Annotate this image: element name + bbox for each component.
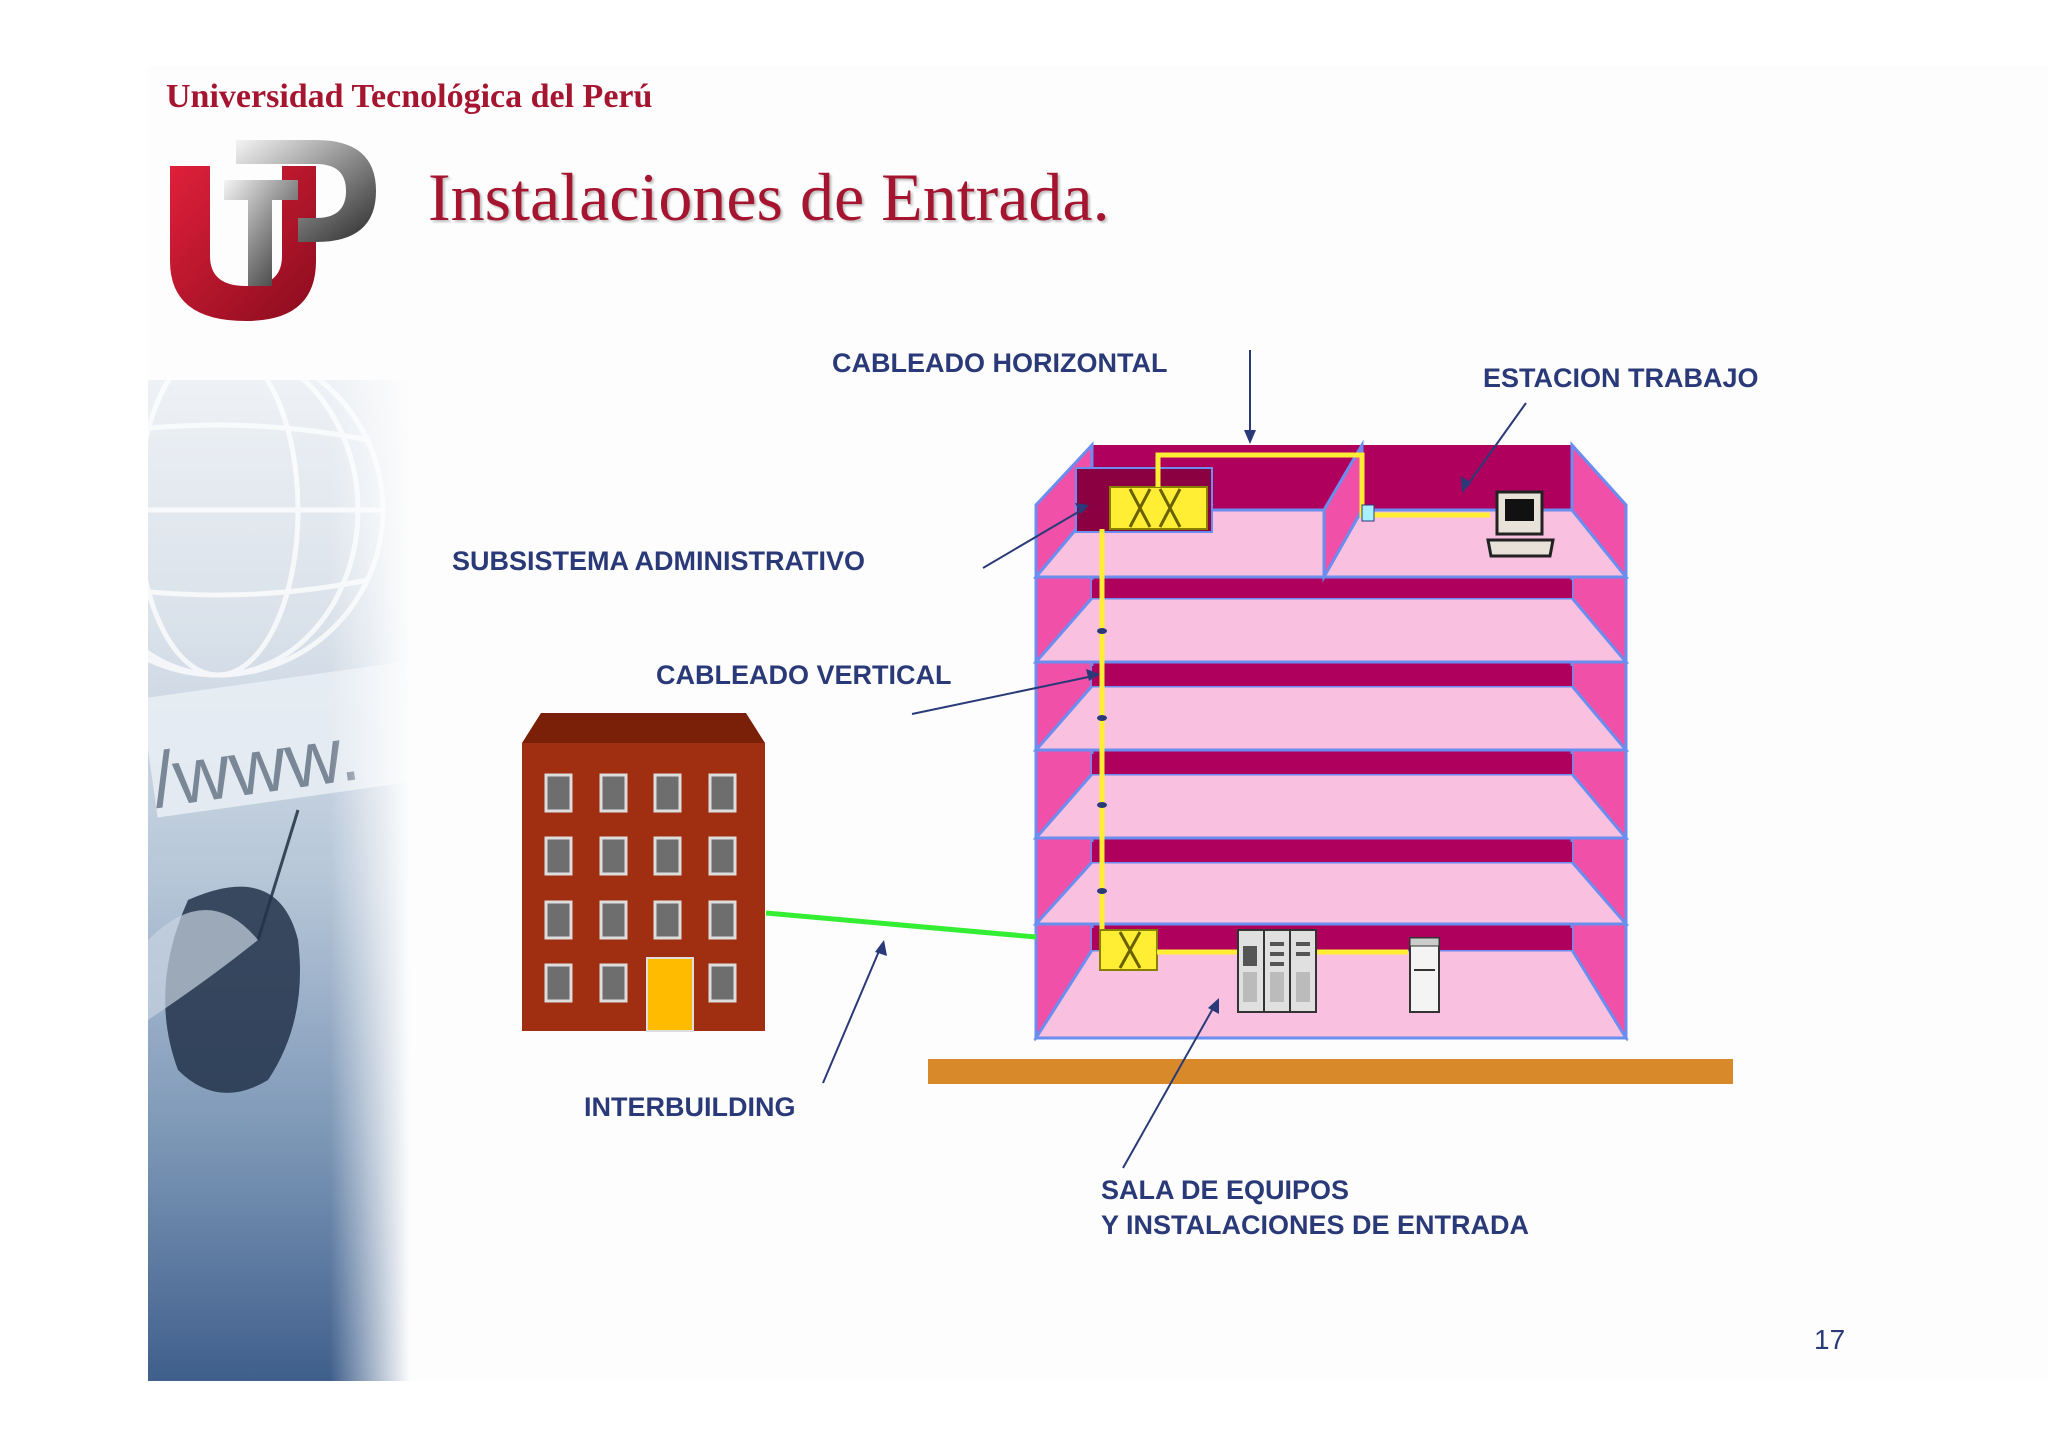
- page-number: 17: [1814, 1324, 1846, 1355]
- label-cableado-vertical: CABLEADO VERTICAL: [656, 660, 952, 690]
- interbuilding-link: [765, 910, 1037, 940]
- cable-floor-nodes: [1097, 628, 1107, 894]
- building-small-roof: [522, 713, 765, 743]
- arrow-cableado-vertical: [911, 674, 1099, 715]
- building-small-windows: [544, 773, 737, 1003]
- utp-logo: [170, 140, 376, 321]
- label-estacion-trabajo: ESTACION TRABAJO: [1483, 363, 1759, 393]
- patch-panel-bottom: [1099, 929, 1158, 971]
- arrow-estacion-trabajo: [1465, 402, 1527, 488]
- server-rack-icon: [1237, 929, 1317, 1013]
- label-interbuilding: INTERBUILDING: [584, 1092, 796, 1122]
- horizontal-cable: [1155, 452, 1490, 518]
- side-graphic: /www.: [148, 380, 410, 1381]
- arrow-subsistema: [982, 507, 1086, 569]
- callout-arrows: [822, 350, 1527, 1169]
- floor-plates: [1032, 508, 1630, 1040]
- arrow-sala-equipos: [1122, 1002, 1217, 1169]
- workstation-computer-icon: [1486, 490, 1555, 558]
- floor-edges: [1036, 660, 1626, 926]
- floor-3: [1032, 772, 1630, 840]
- building-small: [522, 713, 765, 1032]
- floor-5: [1032, 596, 1630, 664]
- floor-back-bands: [1092, 580, 1572, 950]
- label-sala-equipos-line2: Y INSTALACIONES DE ENTRADA: [1101, 1210, 1530, 1240]
- server-tower-icon: [1409, 937, 1440, 1013]
- building-small-door: [646, 957, 694, 1032]
- arrow-interbuilding: [822, 943, 883, 1084]
- building-main: [1032, 439, 1630, 1042]
- label-cableado-horizontal: CABLEADO HORIZONTAL: [832, 348, 1168, 378]
- ground-bar: [928, 1059, 1733, 1084]
- university-name: Universidad Tecnológica del Perú: [166, 78, 653, 115]
- wall-outlet: [1361, 504, 1375, 522]
- floor-2: [1032, 860, 1630, 926]
- patch-panel-top: [1109, 486, 1208, 530]
- slide-title: Instalaciones de Entrada.: [428, 159, 1110, 235]
- label-sala-equipos-line1: SALA DE EQUIPOS: [1101, 1175, 1350, 1205]
- floor-4: [1032, 684, 1630, 752]
- label-subsistema-administrativo: SUBSISTEMA ADMINISTRATIVO: [452, 546, 866, 576]
